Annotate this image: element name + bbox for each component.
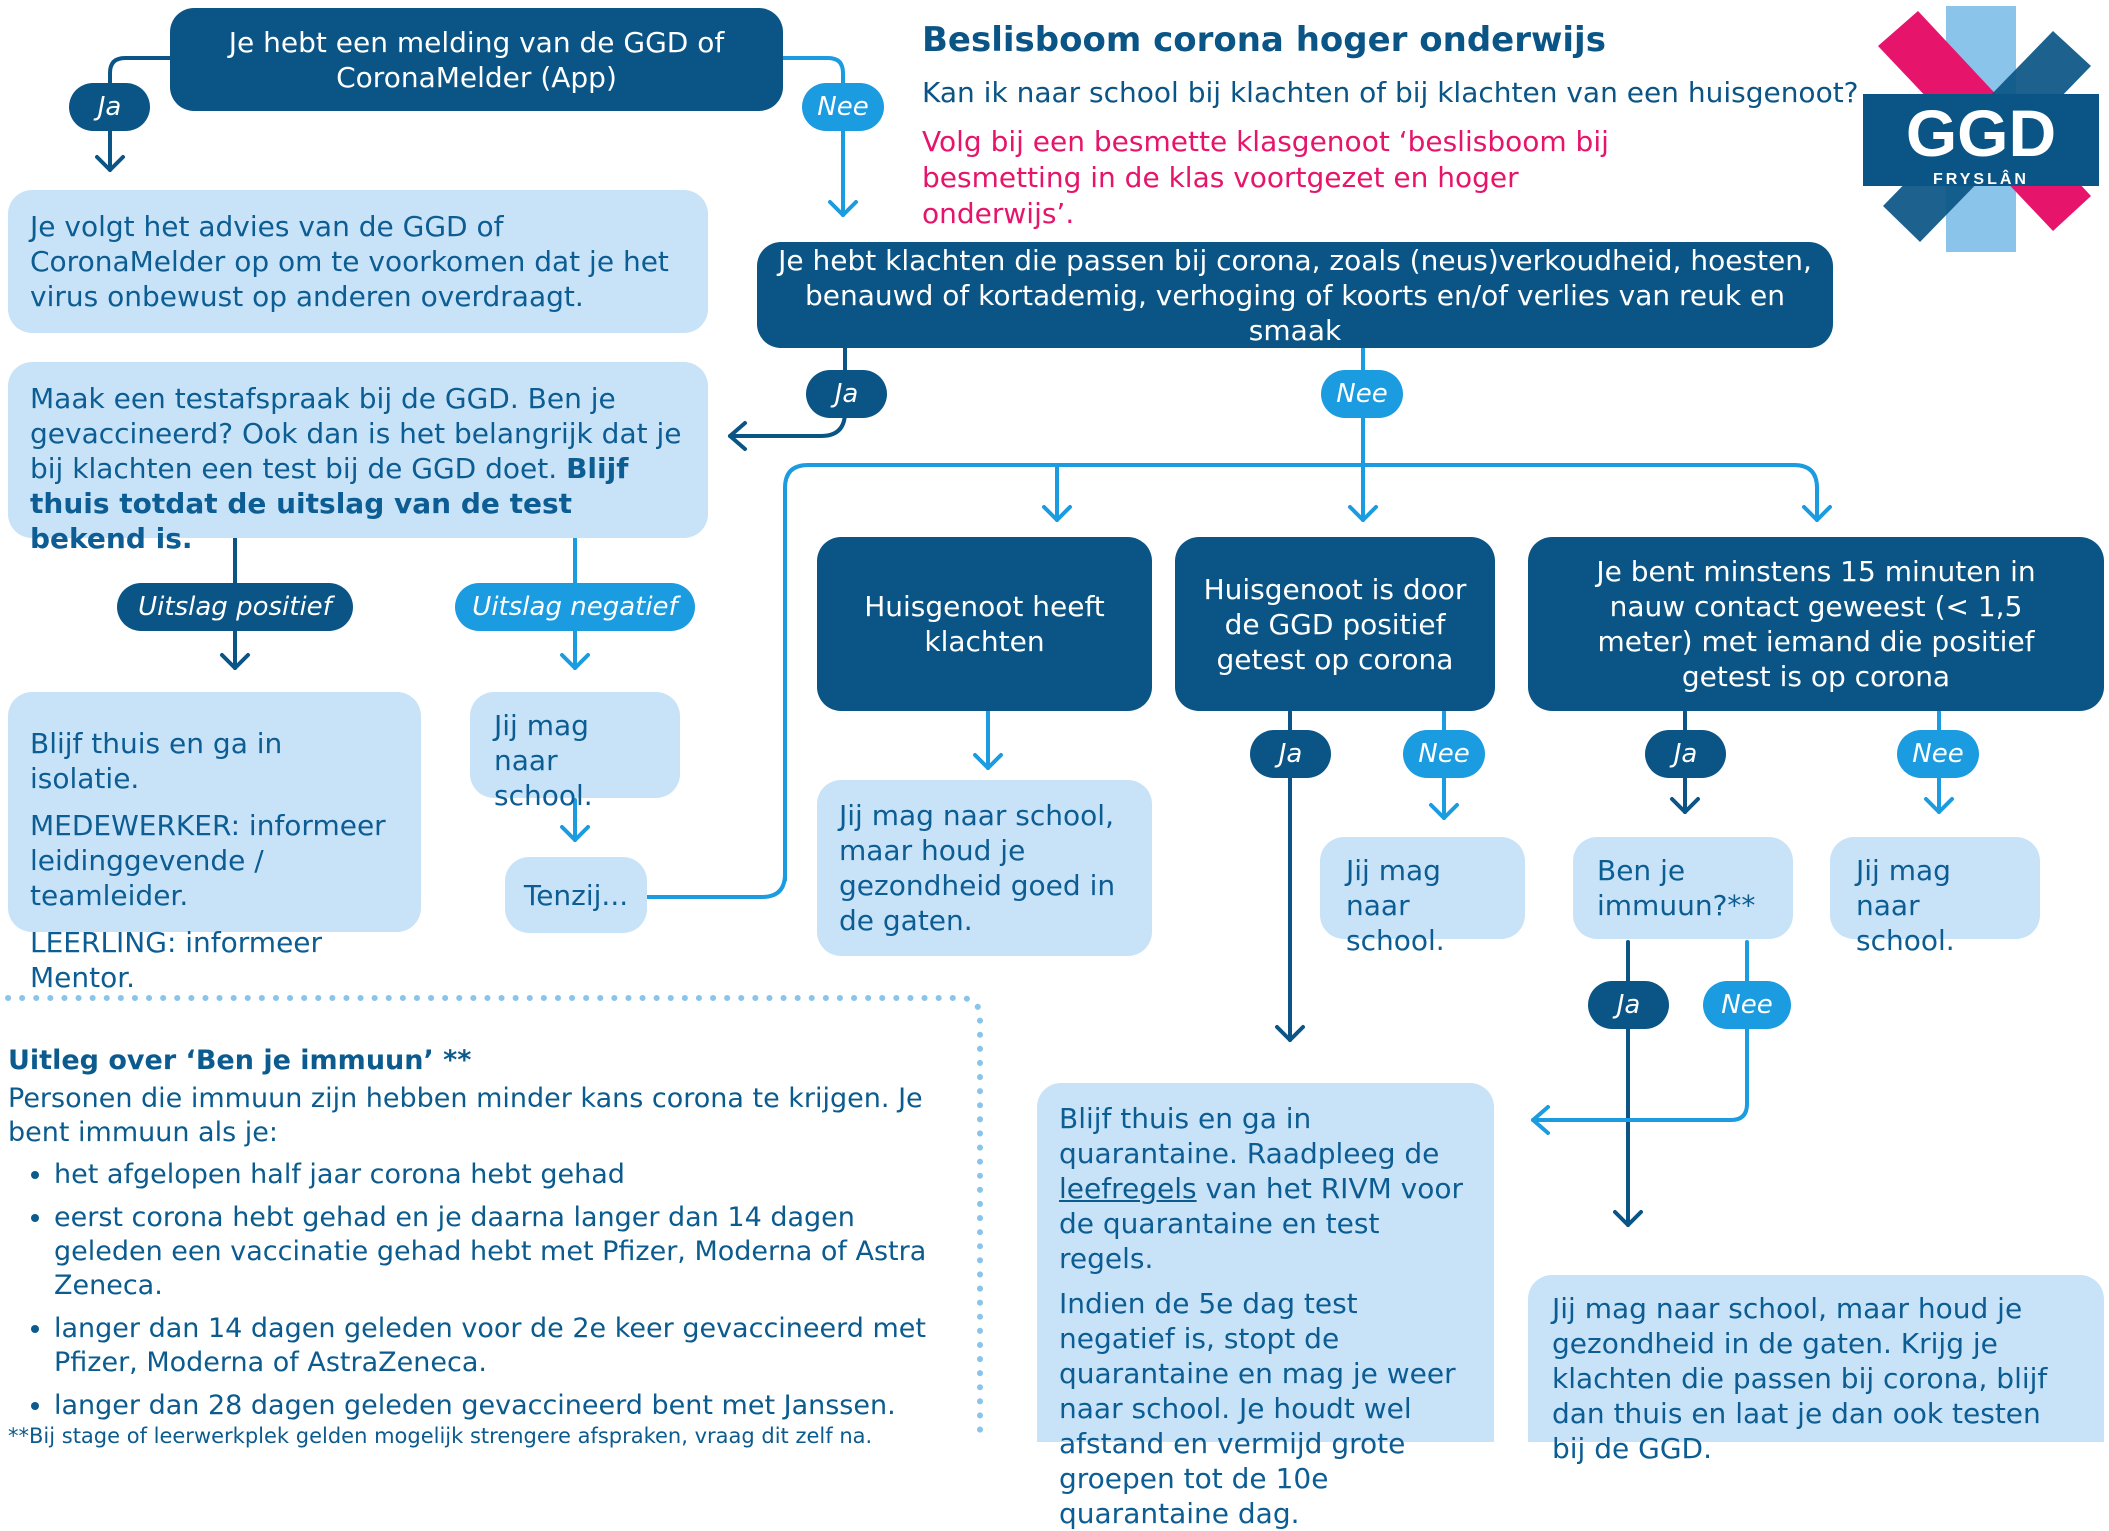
footnote: **Bij stage of leerwerkplek gelden mogel…: [8, 1424, 873, 1448]
node-huisgenoot-klachten: Huisgenoot heeft klachten: [817, 537, 1152, 711]
page-subtitle: Kan ik naar school bij klachten of bij k…: [922, 76, 1859, 109]
node-klachten-text: Je hebt klachten die passen bij corona, …: [778, 243, 1812, 347]
label-ja-klachten: Ja: [806, 370, 887, 418]
label-nee-klachten: Nee: [1321, 370, 1403, 418]
node-huisgenoot-positief-text: Huisgenoot is door de GGD positief getes…: [1203, 572, 1467, 676]
node-mag-school-huisgenoot: Jij mag naar school.: [1320, 837, 1525, 957]
label-nee-melding: Nee: [802, 83, 884, 131]
explanation-item: langer dan 14 dagen geleden voor de 2e k…: [54, 1312, 968, 1380]
node-mag-school-contact: Jij mag naar school.: [1830, 837, 2040, 957]
ggd-logo: GGD FRYSLÂN: [1863, 6, 2099, 252]
node-klachten: Je hebt klachten die passen bij corona, …: [757, 242, 1833, 348]
logo-text: GGD: [1906, 96, 2056, 170]
label-ja-immuun: Ja: [1588, 981, 1669, 1029]
immuun-explanation: Uitleg over ‘Ben je immuun’ ** Personen …: [8, 1044, 968, 1432]
node-isolatie-line1: Blijf thuis en ga in isolatie.: [30, 727, 283, 795]
label-uitslag-positief: Uitslag positief: [117, 583, 353, 631]
node-contact: Je bent minstens 15 minuten in nauw cont…: [1528, 537, 2104, 711]
label-ja-contact: Ja: [1645, 730, 1726, 778]
node-test-text: Maak een testafspraak bij de GGD. Ben je…: [30, 382, 682, 485]
flow-connectors: [5, 56, 1954, 1442]
explanation-intro: Personen die immuun zijn hebben minder k…: [8, 1083, 923, 1148]
node-isolatie: Blijf thuis en ga in isolatie. MEDEWERKE…: [8, 692, 421, 994]
node-quarantaine-text2: Indien de 5e dag test negatief is, stopt…: [1059, 1287, 1456, 1530]
node-final: Jij mag naar school, maar houd je gezond…: [1528, 1275, 2104, 1465]
node-mag-school-huisgenoot-text: Jij mag naar school.: [1346, 854, 1445, 957]
node-final-text: Jij mag naar school, maar houd je gezond…: [1552, 1292, 2048, 1465]
explanation-item: het afgelopen half jaar corona hebt geha…: [54, 1158, 968, 1192]
node-melding: Je hebt een melding van de GGD of Corona…: [170, 8, 783, 111]
node-contact-text: Je bent minstens 15 minuten in nauw cont…: [1596, 555, 2036, 693]
node-quarantaine-pre: Blijf thuis en ga in quarantaine. Raadpl…: [1059, 1102, 1440, 1170]
node-test: Maak een testafspraak bij de GGD. Ben je…: [8, 362, 708, 555]
node-immuun: Ben je immuun?**: [1573, 837, 1793, 939]
explanation-item: langer dan 28 dagen geleden gevaccineerd…: [54, 1389, 968, 1423]
explanation-list: het afgelopen half jaar corona hebt geha…: [8, 1158, 968, 1423]
node-mag-school-negatief-text: Jij mag naar school.: [494, 709, 593, 812]
label-ja-melding: Ja: [69, 83, 150, 131]
node-immuun-text: Ben je immuun?**: [1597, 854, 1756, 922]
warning-note: Volg bij een besmette klasgenoot ‘beslis…: [922, 125, 1609, 230]
node-isolatie-line2: MEDEWERKER: informeer leidinggevende / t…: [30, 809, 386, 912]
leefregels-link[interactable]: leefregels: [1059, 1172, 1197, 1205]
node-tenzij-text: Tenzij...: [523, 878, 629, 912]
node-quarantaine: Blijf thuis en ga in quarantaine. Raadpl…: [1037, 1083, 1494, 1530]
label-nee-immuun: Nee: [1703, 981, 1791, 1029]
node-mag-school-negatief: Jij mag naar school.: [470, 692, 680, 812]
node-huisgenoot-positief: Huisgenoot is door de GGD positief getes…: [1175, 537, 1495, 711]
node-mag-school-contact-text: Jij mag naar school.: [1856, 854, 1955, 957]
logo-subtext: FRYSLÂN: [1933, 169, 2029, 188]
node-isolatie-line3: LEERLING: informeer Mentor.: [30, 926, 323, 994]
explanation-item: eerst corona hebt gehad en je daarna lan…: [54, 1201, 968, 1303]
node-quarantaine-post: van het RIVM voor de quarantaine en test…: [1059, 1172, 1463, 1275]
explanation-title: Uitleg over ‘Ben je immuun’ **: [8, 1045, 472, 1076]
page-title: Beslisboom corona hoger onderwijs: [922, 20, 1606, 60]
label-nee-huisgenoot: Nee: [1403, 730, 1485, 778]
label-nee-contact: Nee: [1897, 730, 1979, 778]
label-ja-huisgenoot: Ja: [1250, 730, 1331, 778]
node-houd-gezondheid-text: Jij mag naar school, maar houd je gezond…: [839, 799, 1116, 937]
label-uitslag-negatief: Uitslag negatief: [455, 583, 695, 631]
node-huisgenoot-klachten-text: Huisgenoot heeft klachten: [864, 590, 1105, 658]
node-test-bold: Blijf thuis totdat de uitslag van de tes…: [30, 452, 629, 555]
node-melding-text: Je hebt een melding van de GGD of Corona…: [228, 25, 725, 94]
node-houd-gezondheid: Jij mag naar school, maar houd je gezond…: [817, 780, 1152, 956]
node-advies-text: Je volgt het advies van de GGD of Corona…: [30, 210, 669, 313]
node-advies: Je volgt het advies van de GGD of Corona…: [8, 190, 708, 333]
node-tenzij: Tenzij...: [505, 857, 647, 933]
